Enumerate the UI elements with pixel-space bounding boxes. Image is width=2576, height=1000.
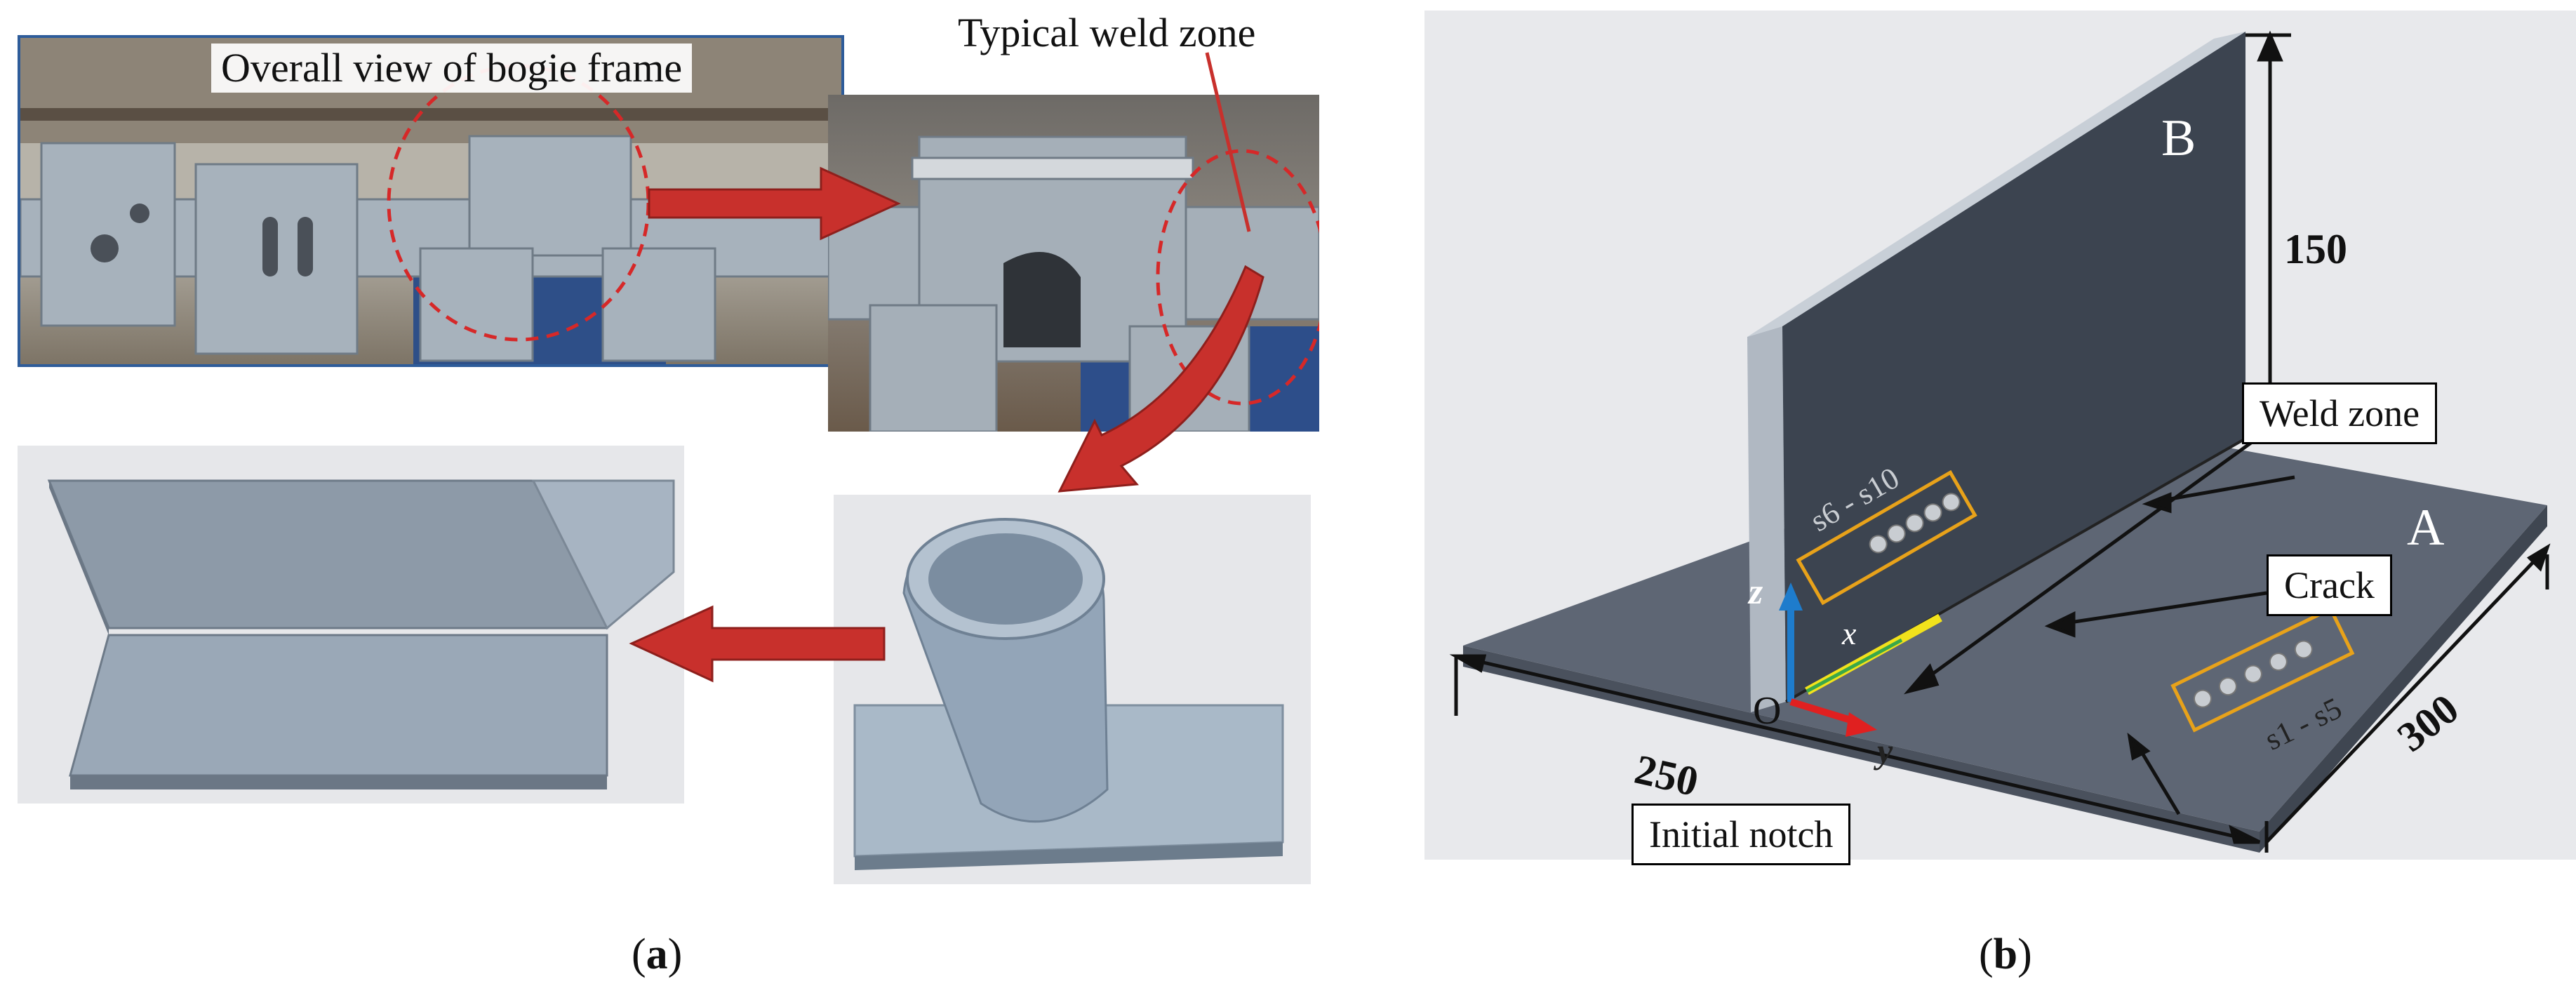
- left-arrow: [629, 605, 886, 683]
- axis-z-label: z: [1749, 572, 1763, 612]
- t-joint-model-render: [18, 446, 684, 804]
- plate-a-label: A: [2407, 499, 2445, 556]
- boss-model-render: [834, 495, 1311, 884]
- coordinate-axes: [1779, 582, 1877, 737]
- initial-notch-label: Initial notch: [1631, 804, 1851, 865]
- plate-a-top: [1463, 421, 2547, 832]
- caption-b: (b): [1979, 931, 2032, 978]
- panel-b: B A 150 250 300 Weld zone Crack Initial …: [1424, 0, 2576, 1000]
- overall-view-label: Overall view of bogie frame: [211, 44, 693, 93]
- panel-a: Overall view of bogie frame Typical weld…: [18, 10, 1319, 978]
- axis-x-label: x: [1842, 615, 1857, 651]
- typical-weld-zone-text: Typical weld zone: [958, 10, 1256, 55]
- caption-a: (a): [632, 931, 683, 978]
- panel-a-arrows: [629, 52, 1264, 683]
- origin-label: O: [1753, 689, 1782, 733]
- crack-label: Crack: [2267, 554, 2392, 616]
- sensor-box-lower: [2170, 606, 2355, 733]
- dim-height-150: 150: [2284, 226, 2347, 272]
- curved-arrow: [1057, 265, 1264, 493]
- right-arrow: [648, 166, 901, 241]
- weld-zone-label: Weld zone: [2242, 382, 2438, 444]
- weld-pointer-line: [1205, 52, 1251, 232]
- plate-b-side: [1747, 326, 1786, 712]
- plate-b-top: [1747, 32, 2245, 337]
- weld-zone-photo: Typical weld zone: [828, 95, 1319, 432]
- sensor-box-upper: [1796, 469, 1977, 606]
- plate-a-side: [2260, 505, 2547, 853]
- axis-y-label: y: [1877, 731, 1893, 771]
- plate-b-label: B: [2161, 109, 2196, 167]
- t-joint-schematic: [1449, 30, 2551, 853]
